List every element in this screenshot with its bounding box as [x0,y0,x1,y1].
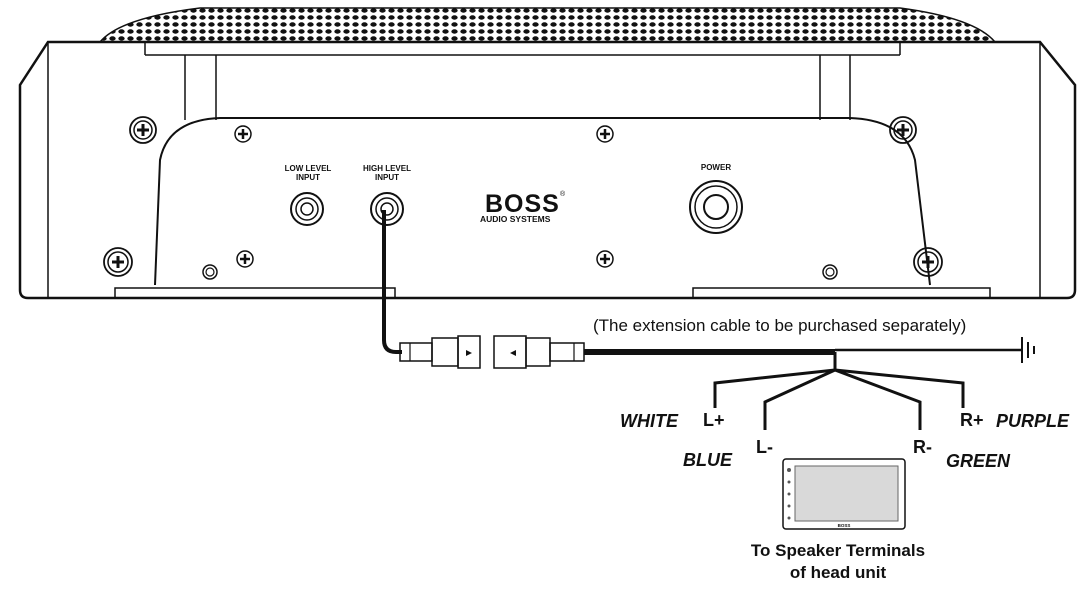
high-level-input-jack [370,192,404,226]
screw-top-left [129,116,157,144]
logo-subtitle: AUDIO SYSTEMS [480,214,551,224]
power-label: POWER [701,163,731,172]
ground-icon [1021,337,1035,363]
logo-registered-mark: ® [560,190,566,198]
led-right [822,264,838,280]
screw-face-4 [596,250,614,268]
pin-left-positive: L+ [703,410,725,430]
cable-note: (The extension cable to be purchased sep… [593,316,966,335]
screw-face-1 [234,125,252,143]
boss-logo: BOSS [485,190,560,218]
pin-right-positive: R+ [960,410,984,430]
power-button [689,180,743,234]
low-level-input-jack [290,192,324,226]
color-blue-label: BLUE [683,450,733,470]
pin-left-negative: L- [756,437,773,457]
head-unit-caption-2: of head unit [790,563,887,582]
harness-plug-female [493,335,585,369]
low-level-input-label-1: LOW LEVEL [285,164,332,173]
pin-right-negative: R- [913,437,932,457]
speaker-grille [98,7,997,43]
head-unit-caption-1: To Speaker Terminals [751,541,925,560]
speaker-wires [713,352,965,430]
input-wire [382,210,402,354]
color-white-label: WHITE [620,411,679,431]
color-purple-label: PURPLE [996,411,1070,431]
head-unit [782,458,906,530]
harness-plug-male [399,335,481,369]
screw-top-right [889,116,917,144]
amplifier-body [18,40,1077,300]
screw-face-2 [596,125,614,143]
led-left [202,264,218,280]
high-level-input-label-1: HIGH LEVEL [363,164,411,173]
screw-face-3 [236,250,254,268]
head-unit-brand: BOSS [838,523,851,528]
high-level-input-label-2: INPUT [375,173,399,182]
color-green-label: GREEN [946,451,1011,471]
screw-bottom-left [103,247,133,277]
screw-bottom-right [913,247,943,277]
low-level-input-label-2: INPUT [296,173,320,182]
